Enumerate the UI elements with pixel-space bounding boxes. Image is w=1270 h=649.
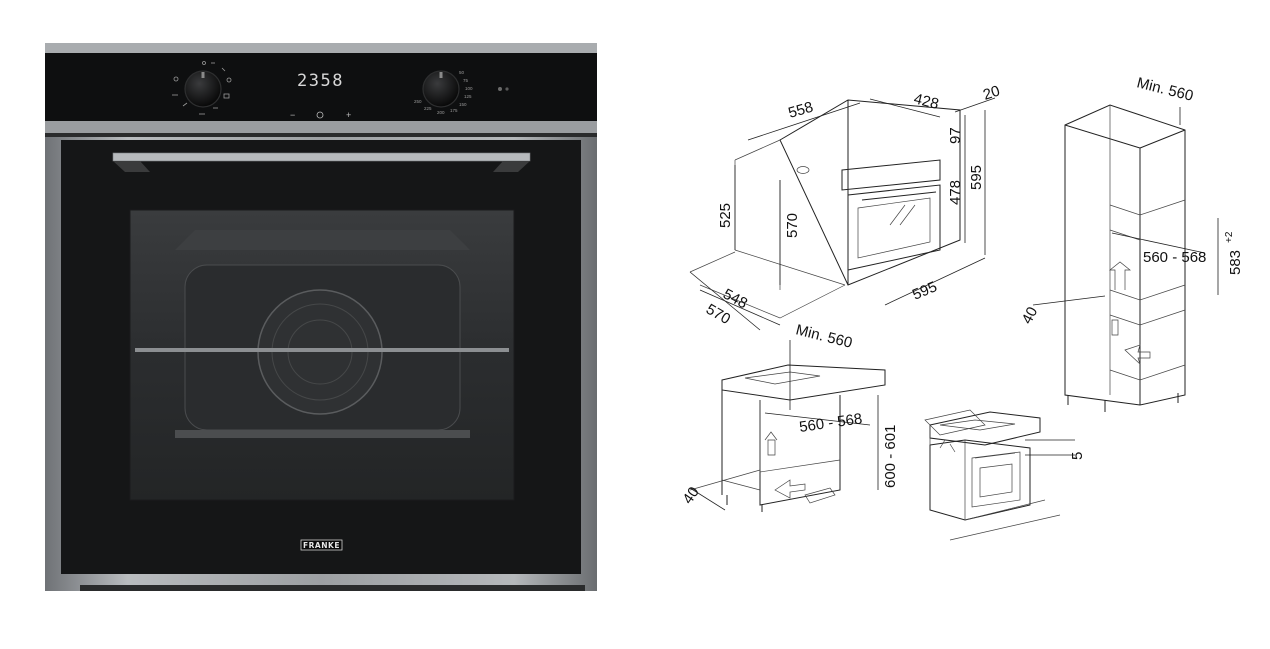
dim-558: 558 [786,99,815,122]
hob-clearance: 5 [1069,452,1086,460]
dim-428: 428 [912,90,940,113]
base-vent-gap: 40 [679,484,702,507]
indicator-lights [498,87,509,91]
column-height-tolerance: +2 [1224,231,1235,243]
svg-text:150: 150 [459,102,467,107]
svg-text:225: 225 [424,106,432,111]
minus-button[interactable]: − [290,110,295,120]
under-hob-installation-drawing: 5 [924,409,1086,541]
door-handle[interactable] [112,152,531,172]
svg-text:200: 200 [437,110,445,115]
oven-window [129,209,515,501]
column-niche-width: 560 - 568 [1143,249,1206,266]
oven-dimensions-drawing: 558 428 20 97 478 595 595 525 570 548 57… [689,82,1002,331]
clock-display: 2358 [297,71,344,91]
plus-button[interactable]: + [346,110,351,120]
dim-20: 20 [981,82,1002,103]
dim-570-vertical: 570 [784,213,801,238]
svg-text:250: 250 [414,99,422,104]
svg-text:100: 100 [465,86,473,91]
control-panel [45,53,597,121]
column-min-width: Min. 560 [1135,74,1195,104]
svg-text:50: 50 [459,70,465,75]
column-niche-height: 583 [1227,250,1244,275]
function-knob[interactable] [184,70,222,108]
dim-97: 97 [947,127,964,144]
brand-badge: FRANKE [300,539,343,551]
dim-595-height: 595 [968,165,985,190]
temperature-scale: 50 75 100 125 150 175 200 225 250 [414,70,473,115]
dim-525: 525 [717,203,734,228]
wire-shelf [135,348,509,352]
column-installation-drawing: Min. 560 560 - 568 583 +2 40 [1019,74,1244,412]
column-vent-gap: 40 [1019,304,1042,327]
dim-478: 478 [947,180,964,205]
base-niche-width: 560 - 568 [798,410,863,436]
svg-text:125: 125 [464,94,472,99]
function-icons [172,61,232,115]
base-unit-installation-drawing: Min. 560 560 - 568 600 - 601 40 [679,321,899,512]
svg-text:75: 75 [463,78,469,83]
timer-button[interactable] [316,111,324,119]
svg-text:175: 175 [450,108,458,113]
base-niche-height: 600 - 601 [882,425,899,488]
temperature-knob[interactable] [422,70,460,108]
base-min-width: Min. 560 [794,321,854,351]
brand-logo: FRANKE [303,541,340,550]
dim-595-width: 595 [910,278,940,303]
oven-front: 2358 − + 50 75 100 125 150 175 200 225 2… [45,43,597,591]
